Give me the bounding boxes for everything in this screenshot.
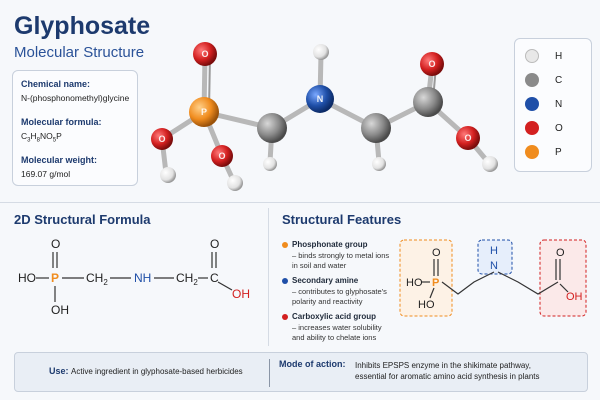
oxygen-swatch-icon bbox=[525, 121, 539, 135]
hydroxyl-label: HO bbox=[18, 271, 36, 285]
methylene-label: CH bbox=[86, 271, 103, 285]
amine-highlight bbox=[477, 239, 513, 275]
nitrogen-swatch-icon bbox=[525, 97, 539, 111]
column-divider bbox=[268, 208, 269, 346]
svg-text:O: O bbox=[158, 134, 165, 144]
svg-text:N: N bbox=[317, 94, 324, 104]
legend-item-c: C bbox=[525, 73, 562, 87]
hydrogen-atom bbox=[372, 157, 386, 171]
svg-text:O: O bbox=[201, 49, 208, 59]
hydrogen-swatch-icon bbox=[525, 49, 539, 63]
page-title: Glyphosate bbox=[14, 12, 151, 40]
feature-name: Carboxylic acid group bbox=[292, 312, 377, 321]
phosphorus-label: P bbox=[51, 271, 59, 285]
info-panel: Chemical name: N-(phosphonomethyl)glycin… bbox=[12, 70, 138, 186]
mode-of-action-text: Inhibits EPSPS enzyme in the shikimate p… bbox=[355, 361, 540, 381]
oxygen-label: O bbox=[51, 237, 60, 251]
hydrogen-atom bbox=[160, 167, 176, 183]
subscript-label: 2 bbox=[193, 278, 198, 287]
summary-divider bbox=[269, 359, 270, 387]
amine-label: NH bbox=[134, 271, 151, 285]
atom-legend: H C N O P bbox=[514, 38, 592, 172]
phosphorus-swatch-icon bbox=[525, 145, 539, 159]
legend-label: C bbox=[555, 74, 563, 86]
legend-label: P bbox=[555, 146, 562, 158]
hydrogen-label: H bbox=[490, 245, 498, 257]
hydroxyl-label: OH bbox=[232, 287, 250, 301]
hydrogen-atom bbox=[227, 175, 243, 191]
carbon-atom bbox=[413, 87, 443, 117]
chemical-name-label: Chemical name: bbox=[21, 79, 91, 89]
nitrogen-atom bbox=[306, 85, 334, 113]
svg-text:CH2: CH2 bbox=[176, 271, 198, 287]
legend-item-h: H bbox=[525, 49, 562, 63]
legend-item-n: N bbox=[525, 97, 562, 111]
hydrogen-atom bbox=[482, 156, 498, 172]
carbon-atom bbox=[257, 113, 287, 143]
summary-bar: Use: Active ingredient in glyphosate-bas… bbox=[14, 352, 588, 392]
ball-and-stick-model: O P N O O O O bbox=[151, 42, 498, 191]
mode-of-action-label: Mode of action: bbox=[279, 359, 346, 369]
molecular-weight-value: 169.07 g/mol bbox=[21, 169, 71, 179]
oxygen-atom bbox=[211, 145, 233, 167]
structural-formula-title: 2D Structural Formula bbox=[14, 212, 151, 227]
molecular-formula-value: C3H8NO5P bbox=[21, 131, 62, 144]
svg-text:O: O bbox=[464, 133, 471, 143]
oxygen-atom bbox=[151, 128, 173, 150]
legend-label: O bbox=[555, 122, 563, 134]
phosphonate-dot-icon bbox=[282, 242, 288, 248]
structural-formula-2d: O HO P OH CH2 NH CH2 O C OH bbox=[18, 237, 250, 317]
feature-name: Secondary amine bbox=[292, 276, 359, 285]
hydrogen-atom bbox=[263, 157, 277, 171]
page-subtitle: Molecular Structure bbox=[14, 44, 145, 61]
hydroxyl-label: HO bbox=[418, 299, 435, 311]
carboxylic-highlight bbox=[539, 239, 587, 317]
molecular-weight-label: Molecular weight: bbox=[21, 155, 98, 165]
phosphonate-highlight bbox=[399, 239, 453, 317]
legend-item-o: O bbox=[525, 121, 563, 135]
phosphorus-atom bbox=[189, 97, 219, 127]
hydroxyl-label: OH bbox=[566, 291, 583, 303]
oxygen-atom bbox=[193, 42, 217, 66]
oxygen-label: O bbox=[432, 247, 441, 259]
carbon-swatch-icon bbox=[525, 73, 539, 87]
skeletal-formula: O HO P HO H N O OH bbox=[399, 239, 587, 317]
svg-text:O: O bbox=[218, 151, 225, 161]
carbon-atom bbox=[361, 113, 391, 143]
use-label: Use: bbox=[49, 366, 69, 376]
feature-name: Phosphonate group bbox=[292, 240, 368, 249]
structural-features-title: Structural Features bbox=[282, 212, 402, 227]
legend-item-p: P bbox=[525, 145, 562, 159]
chemical-name-value: N-(phosphonomethyl)glycine bbox=[21, 93, 130, 103]
carboxylic-dot-icon bbox=[282, 314, 288, 320]
amine-dot-icon bbox=[282, 278, 288, 284]
nitrogen-label: N bbox=[490, 260, 498, 272]
hydroxyl-label: HO bbox=[406, 277, 423, 289]
oxygen-atom bbox=[456, 126, 480, 150]
molecular-formula-label: Molecular formula: bbox=[21, 117, 102, 127]
svg-text:P: P bbox=[201, 107, 207, 117]
subscript-label: 2 bbox=[103, 278, 108, 287]
phosphorus-label: P bbox=[432, 277, 439, 289]
oxygen-label: O bbox=[210, 237, 219, 251]
hydrogen-atom bbox=[313, 44, 329, 60]
carbon-label: C bbox=[210, 271, 219, 285]
section-divider bbox=[0, 202, 600, 203]
legend-label: N bbox=[555, 98, 563, 110]
hydroxyl-label: OH bbox=[51, 303, 69, 317]
use-text: Active ingredient in glyphosate-based he… bbox=[71, 367, 243, 376]
svg-text:O: O bbox=[428, 59, 435, 69]
oxygen-atom bbox=[420, 52, 444, 76]
oxygen-label: O bbox=[556, 247, 565, 259]
legend-label: H bbox=[555, 50, 563, 62]
methylene-label: CH bbox=[176, 271, 193, 285]
svg-text:CH2: CH2 bbox=[86, 271, 108, 287]
